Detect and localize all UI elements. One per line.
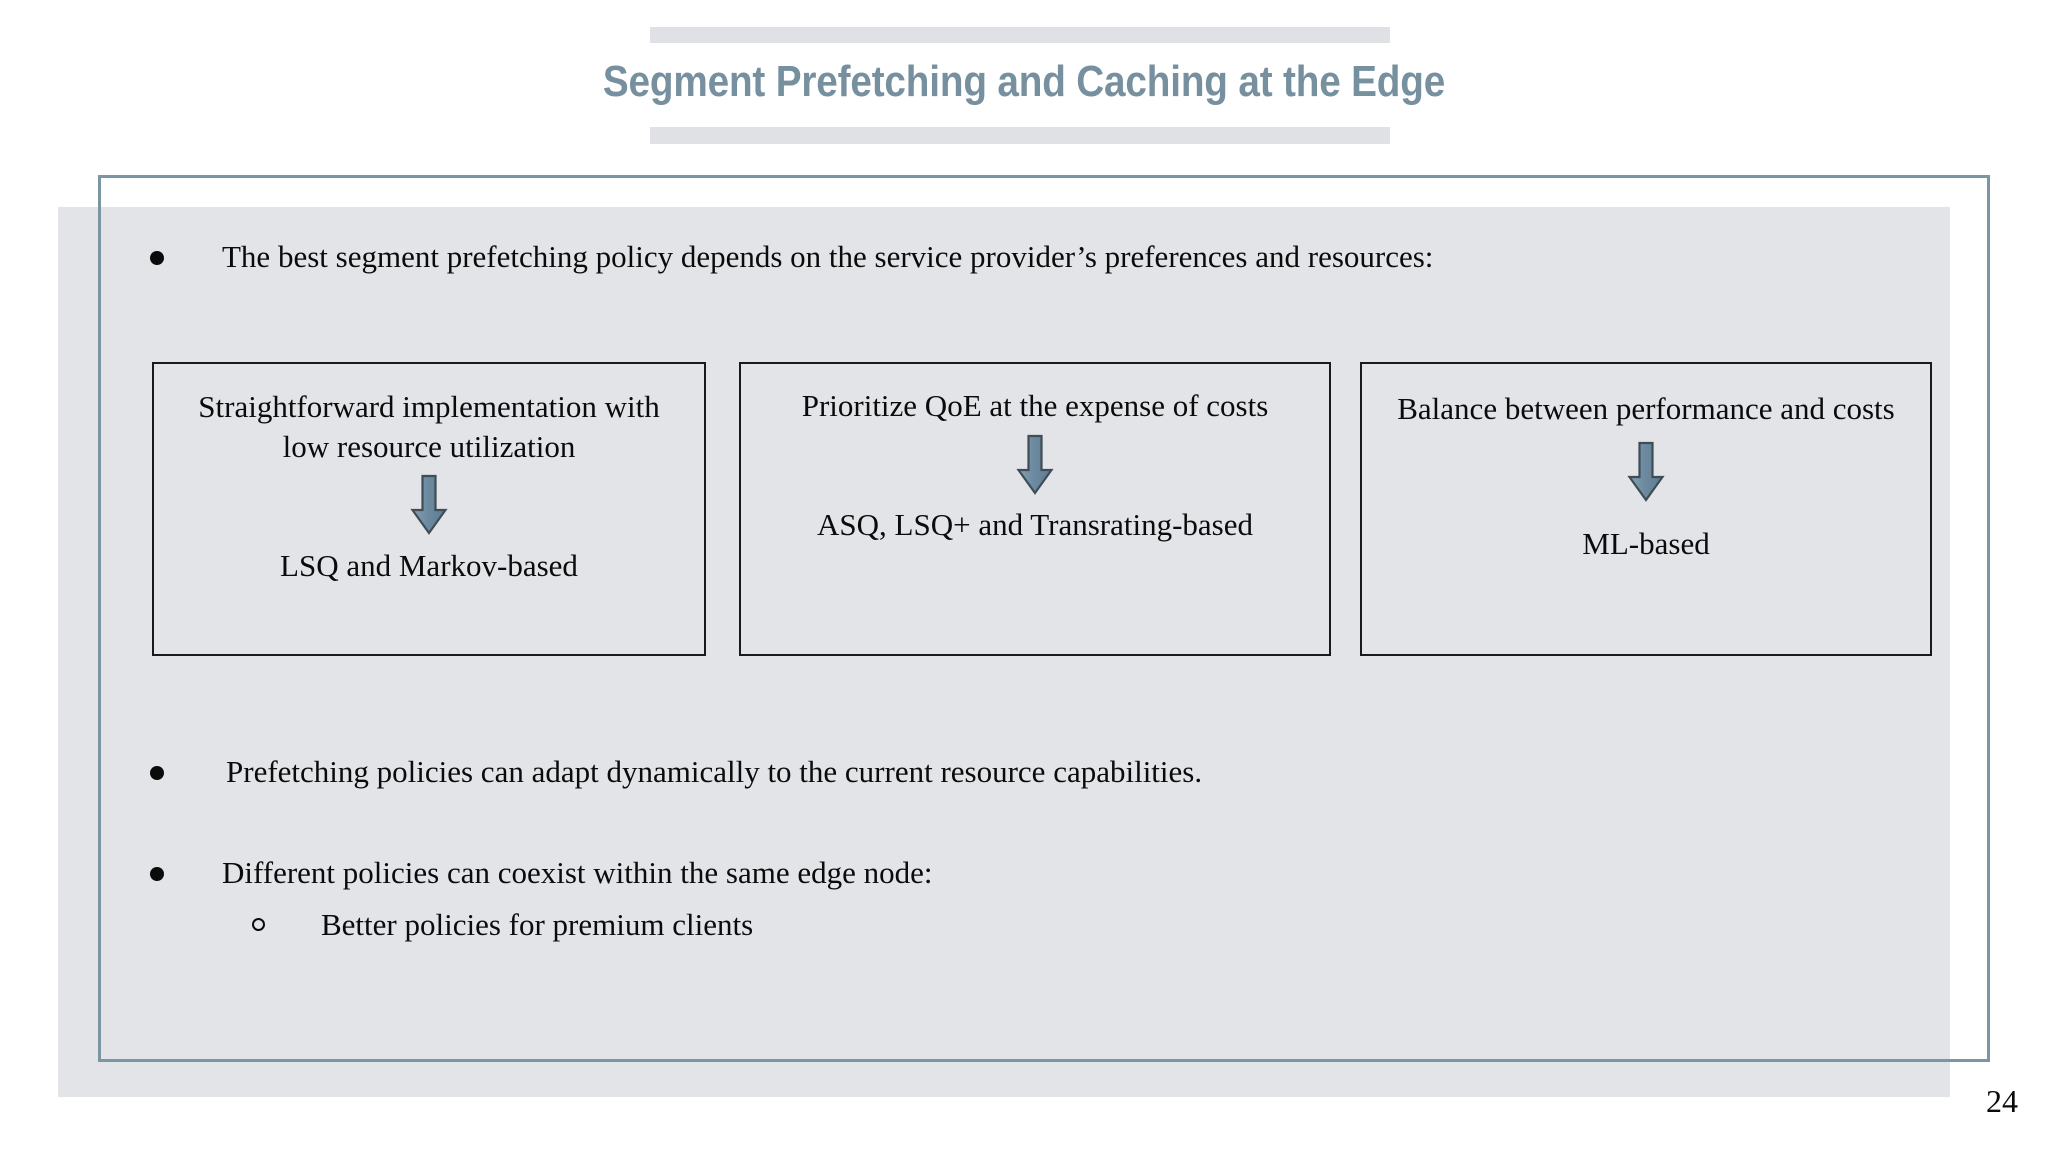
bullet-item-1-text: The best segment prefetching policy depe… bbox=[222, 239, 1434, 274]
bullet-disc-icon bbox=[150, 867, 164, 881]
page-title: Segment Prefetching and Caching at the E… bbox=[602, 57, 1446, 106]
title-accent-bar-top bbox=[650, 27, 1390, 43]
bullet-item-2-text: Prefetching policies can adapt dynamical… bbox=[226, 754, 1203, 789]
policy-box-balance: Balance between performance and costs ML… bbox=[1360, 362, 1932, 656]
down-arrow-icon bbox=[1015, 434, 1055, 501]
bullet-item-3: Different policies can coexist within th… bbox=[150, 853, 1770, 893]
policy-box-2-criterion: Prioritize QoE at the expense of costs bbox=[801, 388, 1269, 423]
policy-box-straightforward: Straightforward implementation with low … bbox=[152, 362, 706, 656]
bullet-disc-icon bbox=[150, 251, 164, 265]
bullet-circle-icon bbox=[252, 918, 265, 931]
title-accent-bar-bottom bbox=[650, 127, 1390, 144]
policy-box-1-result: LSQ and Markov-based bbox=[280, 547, 578, 583]
bullet-item-4-text: Better policies for premium clients bbox=[321, 907, 754, 942]
bullet-item-4: Better policies for premium clients bbox=[252, 905, 1752, 945]
bullet-disc-icon bbox=[150, 766, 164, 780]
down-arrow-icon bbox=[409, 474, 449, 541]
bullet-item-2: Prefetching policies can adapt dynamical… bbox=[150, 752, 1770, 792]
down-arrow-icon bbox=[1626, 441, 1666, 508]
bullet-item-1: The best segment prefetching policy depe… bbox=[150, 237, 1750, 277]
bullet-item-3-text: Different policies can coexist within th… bbox=[222, 855, 933, 890]
policy-box-3-criterion: Balance between performance and costs bbox=[1397, 391, 1895, 426]
page-number: 24 bbox=[1986, 1083, 2018, 1119]
policy-box-2-result: ASQ, LSQ+ and Transrating-based bbox=[817, 507, 1253, 543]
content-frame-border bbox=[98, 175, 1990, 1062]
policy-box-qoe: Prioritize QoE at the expense of costs A… bbox=[739, 362, 1331, 656]
policy-box-3-result: ML-based bbox=[1582, 526, 1710, 562]
policy-box-1-criterion: Straightforward implementation with low … bbox=[198, 389, 660, 465]
